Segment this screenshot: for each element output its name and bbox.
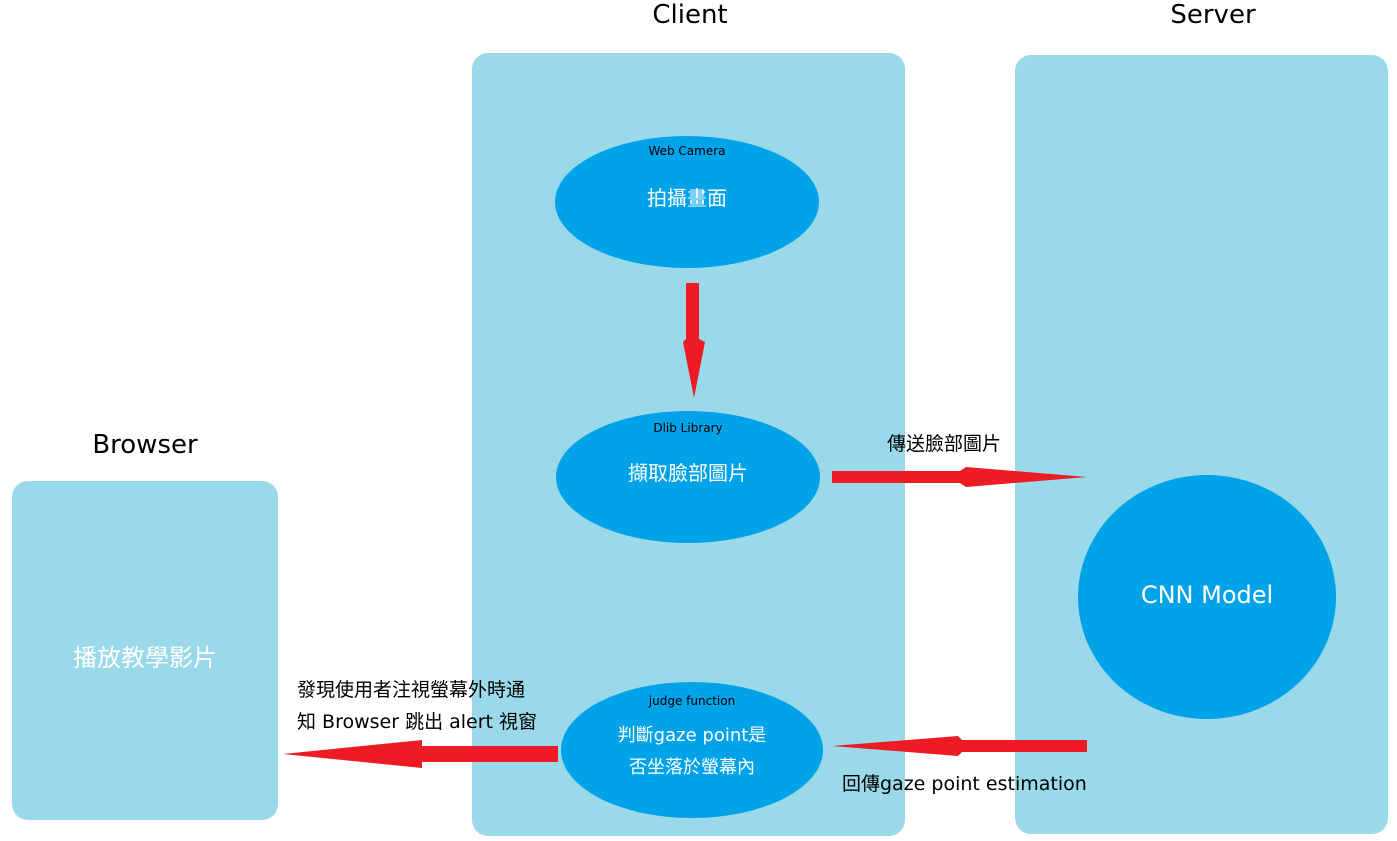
judge-function-node: judge function 判斷gaze point是 否坐落於螢幕內: [561, 682, 823, 818]
browser-content-label: 播放教學影片: [73, 644, 217, 672]
web-camera-node: Web Camera 拍攝畫面: [555, 136, 819, 268]
judge-function-label-line2: 否坐落於螢幕內: [629, 757, 755, 778]
cnn-model-node: CNN Model: [1078, 475, 1336, 719]
browser-panel: [12, 481, 278, 820]
dlib-library-label: 擷取臉部圖片: [628, 461, 748, 485]
client-title: Client: [652, 0, 728, 30]
browser-title: Browser: [92, 430, 198, 460]
web-camera-caption: Web Camera: [648, 144, 726, 158]
server-title: Server: [1170, 0, 1256, 30]
judge-function-caption: judge function: [648, 694, 736, 708]
dlib-library-caption: Dlib Library: [653, 421, 723, 435]
edge-label-return-gaze-estimation: 回傳gaze point estimation: [842, 773, 1087, 795]
dlib-library-node: Dlib Library 擷取臉部圖片: [556, 411, 820, 543]
edge-label-notify-browser-line1: 發現使用者注視螢幕外時通: [297, 679, 526, 701]
edge-label-notify-browser-line2: 知 Browser 跳出 alert 視窗: [297, 711, 538, 733]
judge-function-label-line1: 判斷gaze point是: [617, 725, 767, 746]
web-camera-label: 拍攝畫面: [647, 186, 727, 210]
cnn-model-label: CNN Model: [1140, 581, 1274, 609]
edge-label-send-face-image: 傳送臉部圖片: [887, 433, 1002, 455]
